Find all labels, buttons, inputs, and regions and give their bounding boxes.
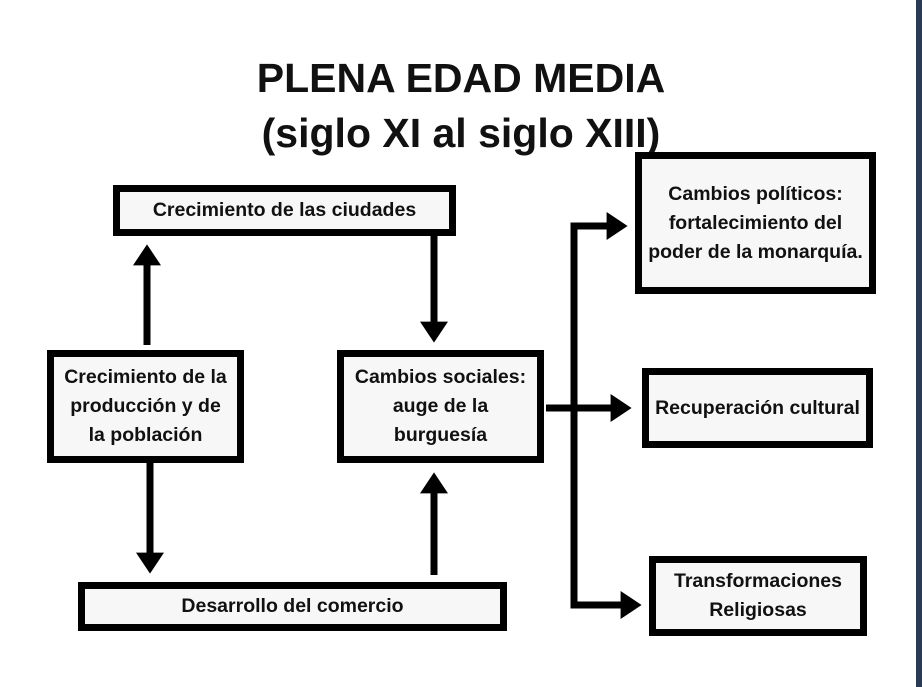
node-ciudades: Crecimiento de las ciudades xyxy=(113,185,456,236)
node-sociales: Cambios sociales: auge de la burguesía xyxy=(337,350,544,463)
node-comercio: Desarrollo del comercio xyxy=(78,582,507,631)
node-religiosas: Transformaciones Religiosas xyxy=(649,556,867,636)
node-cultural: Recuperación cultural xyxy=(642,368,873,448)
branch-line xyxy=(570,222,636,609)
node-produccion: Crecimiento de la producción y de la pob… xyxy=(47,350,244,463)
window-edge xyxy=(916,0,922,687)
title-line-1: PLENA EDAD MEDIA xyxy=(256,55,666,101)
title-line-2: (siglo XI al siglo XIII) xyxy=(261,110,661,156)
node-politicos: Cambios políticos: fortalecimiento del p… xyxy=(635,152,876,294)
